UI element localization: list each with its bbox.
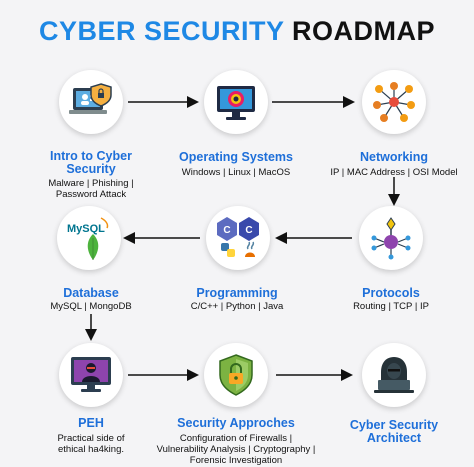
hacker-laptop-icon bbox=[374, 357, 414, 393]
page-title: CYBER SECURITY ROADMAP bbox=[0, 16, 474, 47]
node-security bbox=[204, 343, 268, 407]
node-programming: C C bbox=[206, 206, 270, 270]
node-peh-desc: Practical side of ethical ha4king. bbox=[36, 433, 146, 455]
database-logos-icon: MySQL bbox=[67, 217, 109, 260]
node-intro bbox=[59, 70, 123, 134]
node-protocols-desc: Routing | TCP | IP bbox=[353, 301, 429, 312]
mysql-text: MySQL bbox=[67, 223, 105, 235]
shield-lock-icon bbox=[219, 354, 253, 396]
node-database-desc: MySQL | MongoDB bbox=[50, 301, 132, 312]
node-peh bbox=[59, 343, 123, 407]
svg-text:C: C bbox=[245, 225, 252, 236]
node-architect-label-line2: Architect bbox=[366, 431, 422, 445]
node-security-desc-line2: Vulnerability Analysis | Cryptography | bbox=[156, 444, 316, 455]
node-os-label: Operating Systems bbox=[179, 150, 293, 164]
node-peh-label: PEH bbox=[78, 416, 104, 430]
node-protocols bbox=[359, 206, 423, 270]
title-part-2: ROADMAP bbox=[292, 16, 436, 46]
node-intro-desc: Malware | Phishing | Password Attack bbox=[26, 178, 156, 200]
hacker-monitor-icon bbox=[71, 357, 111, 392]
node-intro-label-line1: Intro to Cyber bbox=[50, 149, 132, 163]
node-networking bbox=[362, 70, 426, 134]
laptop-shield-icon bbox=[69, 83, 112, 114]
node-database: MySQL bbox=[57, 206, 121, 270]
node-programming-label: Programming bbox=[196, 286, 278, 300]
node-networking-label: Networking bbox=[359, 150, 429, 164]
title-part-1: CYBER SECURITY bbox=[38, 16, 285, 46]
monitor-gear-icon bbox=[217, 86, 255, 120]
network-people-icon bbox=[373, 82, 415, 122]
node-os-desc: Windows | Linux | MacOS bbox=[181, 167, 291, 178]
node-peh-desc-line2: ethical ha4king. bbox=[57, 444, 125, 455]
node-security-desc-line1: Configuration of Firewalls | bbox=[179, 433, 293, 444]
node-security-desc: Configuration of Firewalls | Vulnerabili… bbox=[146, 433, 326, 466]
node-intro-desc-line1: Malware | Phishing | bbox=[48, 178, 134, 189]
node-intro-desc-line2: Password Attack bbox=[55, 189, 127, 200]
node-security-label: Security Approches bbox=[177, 416, 295, 430]
node-networking-desc: IP | MAC Address | OSI Model bbox=[330, 167, 458, 178]
node-intro-label-line2: Security bbox=[66, 162, 116, 176]
node-os bbox=[204, 70, 268, 134]
node-intro-label: Intro to Cyber Security bbox=[31, 150, 151, 176]
protocol-hub-icon bbox=[371, 217, 411, 260]
node-protocols-label: Protocols bbox=[362, 286, 420, 300]
node-architect-label: Cyber Security Architect bbox=[334, 419, 454, 445]
svg-text:C: C bbox=[223, 225, 230, 236]
node-peh-desc-line1: Practical side of bbox=[57, 433, 125, 444]
node-security-desc-line3: Forensic Investigation bbox=[189, 455, 283, 466]
node-architect bbox=[362, 343, 426, 407]
code-languages-icon: C C bbox=[217, 217, 259, 257]
node-programming-desc: C/C++ | Python | Java bbox=[190, 301, 284, 312]
node-database-label: Database bbox=[63, 286, 119, 300]
node-architect-label-line1: Cyber Security bbox=[349, 418, 439, 432]
